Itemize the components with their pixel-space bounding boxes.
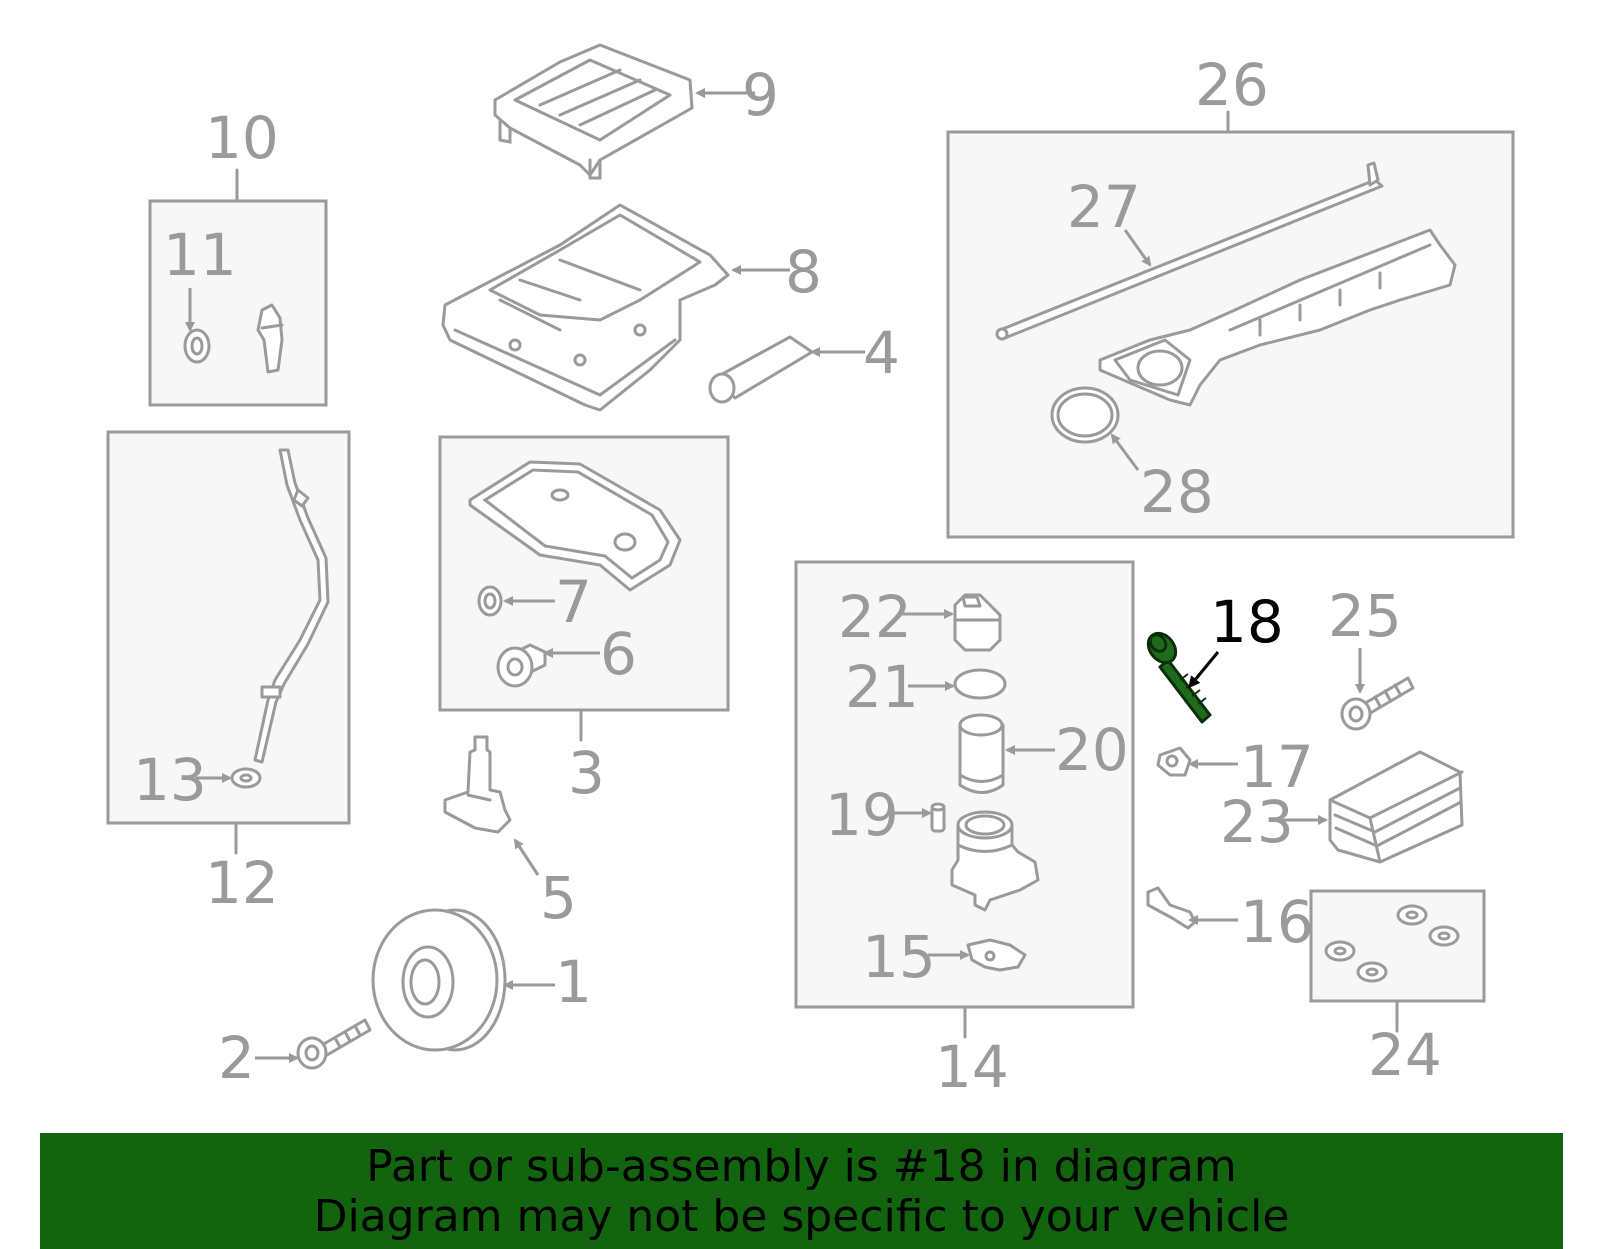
callout-27: 27 — [1067, 173, 1141, 241]
info-banner: Part or sub-assembly is #18 in diagram D… — [40, 1133, 1563, 1249]
callout-1: 1 — [555, 948, 592, 1016]
callout-10: 10 — [205, 104, 279, 172]
callout-20: 20 — [1055, 716, 1129, 784]
callout-22: 22 — [838, 583, 912, 651]
callout-8: 8 — [785, 238, 822, 306]
part-9-cover — [493, 43, 694, 180]
part-23-oil-cooler — [1328, 750, 1464, 864]
callout-11: 11 — [163, 221, 237, 289]
part-7-washer — [477, 585, 503, 617]
part-24-seals — [1324, 904, 1460, 983]
callout-26: 26 — [1195, 51, 1269, 119]
part-14-housing — [950, 810, 1040, 912]
part-17-clip — [1156, 746, 1192, 777]
group-box-10 — [148, 199, 328, 407]
part-26-cover — [1098, 228, 1457, 407]
part-3-oil-pan-lower — [468, 460, 682, 592]
callout-13: 13 — [133, 746, 207, 814]
part-18-bolt-highlighted[interactable] — [1143, 628, 1212, 724]
part-28-gasket — [1050, 386, 1120, 444]
part-16-bracket — [1146, 886, 1197, 930]
callout-12: 12 — [205, 849, 279, 917]
part-27-rod — [995, 161, 1384, 341]
part-15-gasket — [966, 938, 1027, 972]
callout-21: 21 — [845, 653, 919, 721]
callout-23: 23 — [1220, 788, 1294, 856]
part-4-sleeve — [708, 335, 814, 404]
part-8-oil-pan-upper — [441, 203, 730, 412]
callout-25: 25 — [1328, 582, 1402, 650]
part-1-pulley — [371, 908, 507, 1052]
callout-14: 14 — [935, 1033, 1009, 1101]
callout-6: 6 — [600, 620, 637, 688]
part-10-sensor — [256, 303, 284, 374]
callout-17: 17 — [1240, 733, 1314, 801]
callout-4: 4 — [863, 319, 900, 387]
part-19-pin — [930, 802, 946, 833]
callout-28: 28 — [1140, 458, 1214, 526]
callout-18: 18 — [1210, 588, 1284, 656]
part-25-bolt — [1340, 676, 1415, 731]
callout-5: 5 — [540, 864, 577, 932]
callout-9: 9 — [742, 61, 779, 129]
part-12-dipstick-tube — [253, 448, 330, 764]
callout-15: 15 — [862, 923, 936, 991]
part-2-bolt — [296, 1018, 372, 1070]
banner-line-disclaimer: Diagram may not be specific to your vehi… — [313, 1191, 1290, 1242]
leader-arrows — [185, 88, 1365, 1063]
callout-19: 19 — [825, 781, 899, 849]
callout-16: 16 — [1240, 888, 1314, 956]
part-22-filter-cap — [953, 593, 1002, 652]
part-11-seal — [183, 328, 211, 364]
banner-line-part: Part or sub-assembly is #18 in diagram — [366, 1141, 1237, 1192]
callout-3: 3 — [568, 739, 605, 807]
part-6-drain-plug — [496, 643, 547, 688]
part-5-level-sensor — [443, 735, 512, 834]
part-13-washer — [230, 767, 262, 789]
callout-2: 2 — [218, 1024, 255, 1092]
callout-7: 7 — [555, 568, 592, 636]
part-21-o-ring — [953, 668, 1007, 700]
callout-24: 24 — [1368, 1021, 1442, 1089]
part-20-filter — [958, 713, 1005, 794]
